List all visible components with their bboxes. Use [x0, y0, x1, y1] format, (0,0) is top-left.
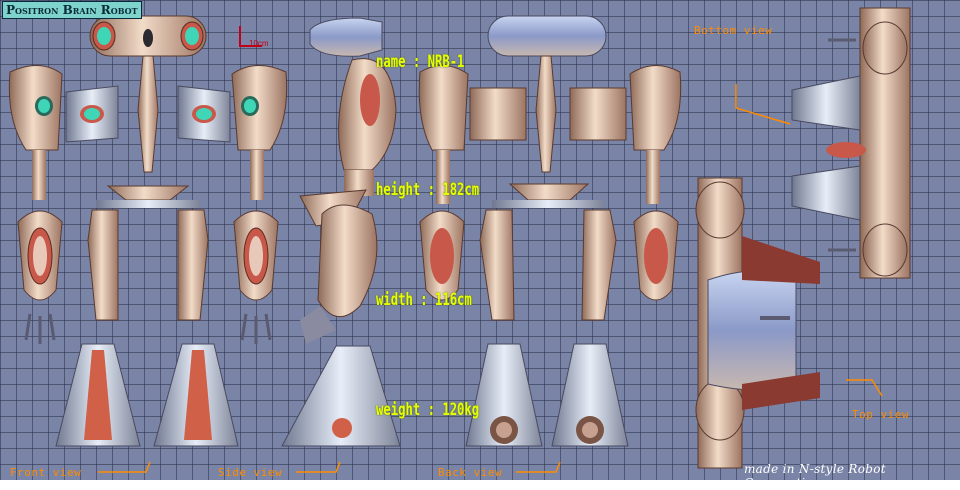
- credit-text: made in N-style Robot Corporation: [744, 462, 886, 490]
- scale-label: 10cm: [249, 39, 269, 48]
- spec-name: name : NRB-1: [376, 52, 465, 72]
- front-view-robot: [8, 15, 288, 447]
- front-view-underline: [98, 461, 151, 473]
- side-view-robot: [281, 17, 401, 447]
- spec-weight: weight : 120kg: [376, 400, 480, 420]
- side-view-label: Side view: [218, 466, 283, 479]
- front-view-label: Front view: [10, 466, 82, 479]
- top-view-label: Top view: [852, 408, 909, 421]
- scale-marker: [239, 26, 262, 47]
- spec-height: height : 182cm: [376, 180, 480, 200]
- back-view-underline: [516, 461, 561, 473]
- robot-artwork: [8, 7, 911, 473]
- back-view-robot: [418, 15, 682, 447]
- top-view-robot: [695, 177, 883, 469]
- back-view-label: Back view: [438, 466, 503, 479]
- bottom-view-robot: [735, 7, 911, 279]
- spec-width: width : 116cm: [376, 290, 472, 310]
- bottom-view-label: Bottom view: [694, 24, 773, 37]
- side-view-underline: [296, 461, 341, 473]
- app-title: Positron Brain Robot: [2, 1, 142, 19]
